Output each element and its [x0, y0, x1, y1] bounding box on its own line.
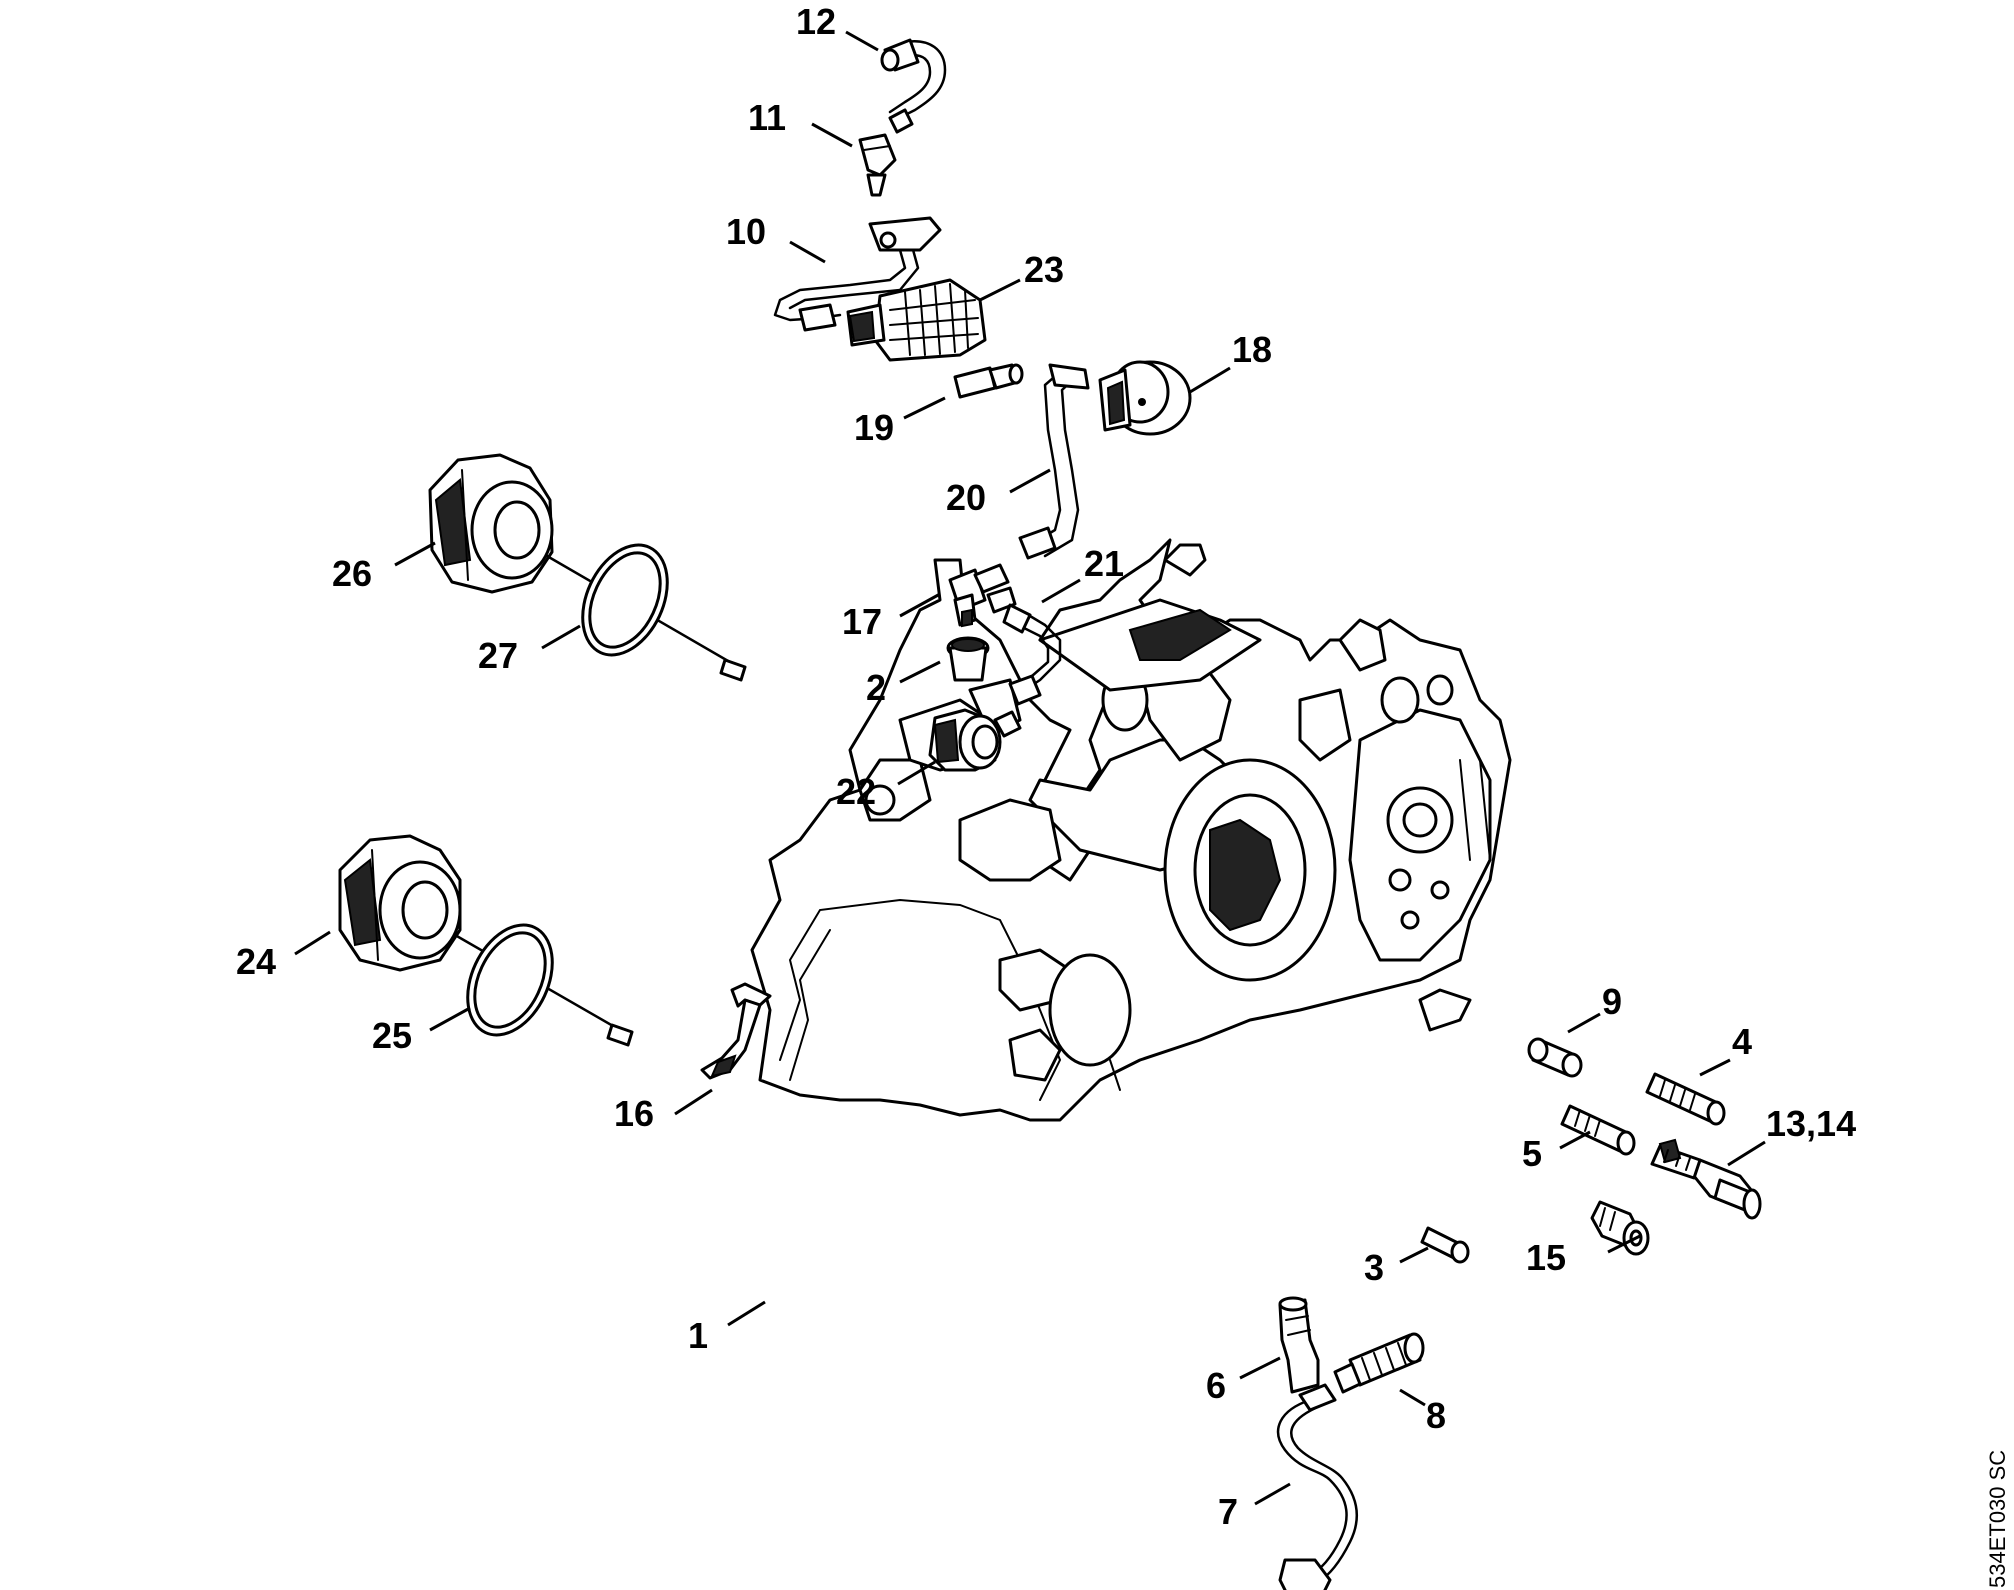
- leader-23: [979, 278, 1021, 302]
- callout-10: 10: [726, 211, 766, 252]
- callout-6: 6: [1206, 1365, 1226, 1406]
- leader-19: [903, 396, 946, 420]
- leader-13-14: [1727, 1140, 1766, 1167]
- callout-18: 18: [1232, 329, 1272, 370]
- part-3-stud: [1420, 1226, 1470, 1264]
- callout-15: 15: [1526, 1237, 1566, 1278]
- part-8-worm: [1333, 1332, 1425, 1394]
- leader-lines: [294, 30, 1766, 1506]
- callout-25: 25: [372, 1015, 412, 1056]
- callout-2: 2: [866, 667, 886, 708]
- callout-4: 4: [1732, 1021, 1752, 1062]
- leader-21: [1041, 578, 1081, 604]
- callout-8: 8: [1426, 1395, 1446, 1436]
- callout-17: 17: [842, 601, 882, 642]
- callout-20: 20: [946, 477, 986, 518]
- callout-26: 26: [332, 553, 372, 594]
- part-21-hose: [1002, 603, 1062, 706]
- leader-24: [294, 930, 331, 956]
- leader-10: [789, 240, 826, 264]
- part-23-fuel-filter: [846, 278, 987, 362]
- leader-12: [845, 30, 879, 52]
- part-2-plug: [946, 636, 990, 682]
- part-5-stud: [1560, 1104, 1636, 1156]
- part-16-bracket: [700, 982, 772, 1080]
- part-20-hose: [1018, 363, 1090, 560]
- part-27-o-ring: [581, 543, 669, 657]
- callout-1: 1: [688, 1315, 708, 1356]
- leader-16: [674, 1088, 713, 1116]
- leader-2: [899, 660, 941, 684]
- leader-26: [394, 541, 436, 567]
- callout-21: 21: [1084, 543, 1124, 584]
- callout-24: 24: [236, 941, 276, 982]
- callout-labels: 1 2 3 4 5 6 7 8 9 10 11 12 13,14 15 16 1…: [236, 1, 1856, 1532]
- leader-22: [897, 760, 936, 786]
- part-24-oil-pump: [338, 834, 634, 1047]
- callout-22: 22: [836, 771, 876, 812]
- part-13-14-screw: [1650, 1138, 1762, 1220]
- callout-23: 23: [1024, 249, 1064, 290]
- part-1-crankcase: [750, 538, 1512, 1122]
- leader-27: [541, 624, 581, 650]
- part-18-primer-bulb: [1098, 360, 1192, 436]
- leader-3: [1399, 1246, 1429, 1264]
- part-4-stud: [1645, 1072, 1726, 1126]
- leader-17: [899, 592, 941, 618]
- leader-9: [1567, 1012, 1601, 1034]
- callout-12: 12: [796, 1, 836, 42]
- leader-8: [1399, 1388, 1426, 1407]
- callout-16: 16: [614, 1093, 654, 1134]
- leader-7: [1254, 1482, 1291, 1506]
- callout-9: 9: [1602, 981, 1622, 1022]
- part-9-sleeve: [1527, 1037, 1583, 1078]
- part-12-elbow-hose: [880, 38, 947, 134]
- part-25-o-ring: [466, 923, 554, 1037]
- part-19-connector: [953, 363, 1024, 399]
- callout-27: 27: [478, 635, 518, 676]
- leader-25: [429, 1006, 471, 1032]
- leader-1: [727, 1300, 766, 1327]
- part-26-oil-pump: [428, 453, 747, 682]
- callout-19: 19: [854, 407, 894, 448]
- part-11-clip: [858, 133, 897, 197]
- callout-3: 3: [1364, 1247, 1384, 1288]
- callout-13-14: 13,14: [1766, 1103, 1856, 1144]
- leader-6: [1239, 1356, 1281, 1380]
- leader-5: [1559, 1130, 1591, 1150]
- callout-11: 11: [748, 97, 786, 138]
- part-22-pump: [928, 708, 1022, 772]
- part-7-oil-hose: [1276, 1383, 1358, 1590]
- callout-5: 5: [1522, 1133, 1542, 1174]
- part-6-bushing: [1278, 1296, 1320, 1394]
- leader-11: [811, 122, 853, 148]
- leader-18: [1189, 366, 1231, 394]
- leader-4: [1699, 1058, 1731, 1077]
- leader-15: [1607, 1234, 1641, 1254]
- callout-7: 7: [1218, 1491, 1238, 1532]
- leader-20: [1009, 468, 1051, 494]
- document-id: 534ET030 SC: [1985, 1450, 2010, 1588]
